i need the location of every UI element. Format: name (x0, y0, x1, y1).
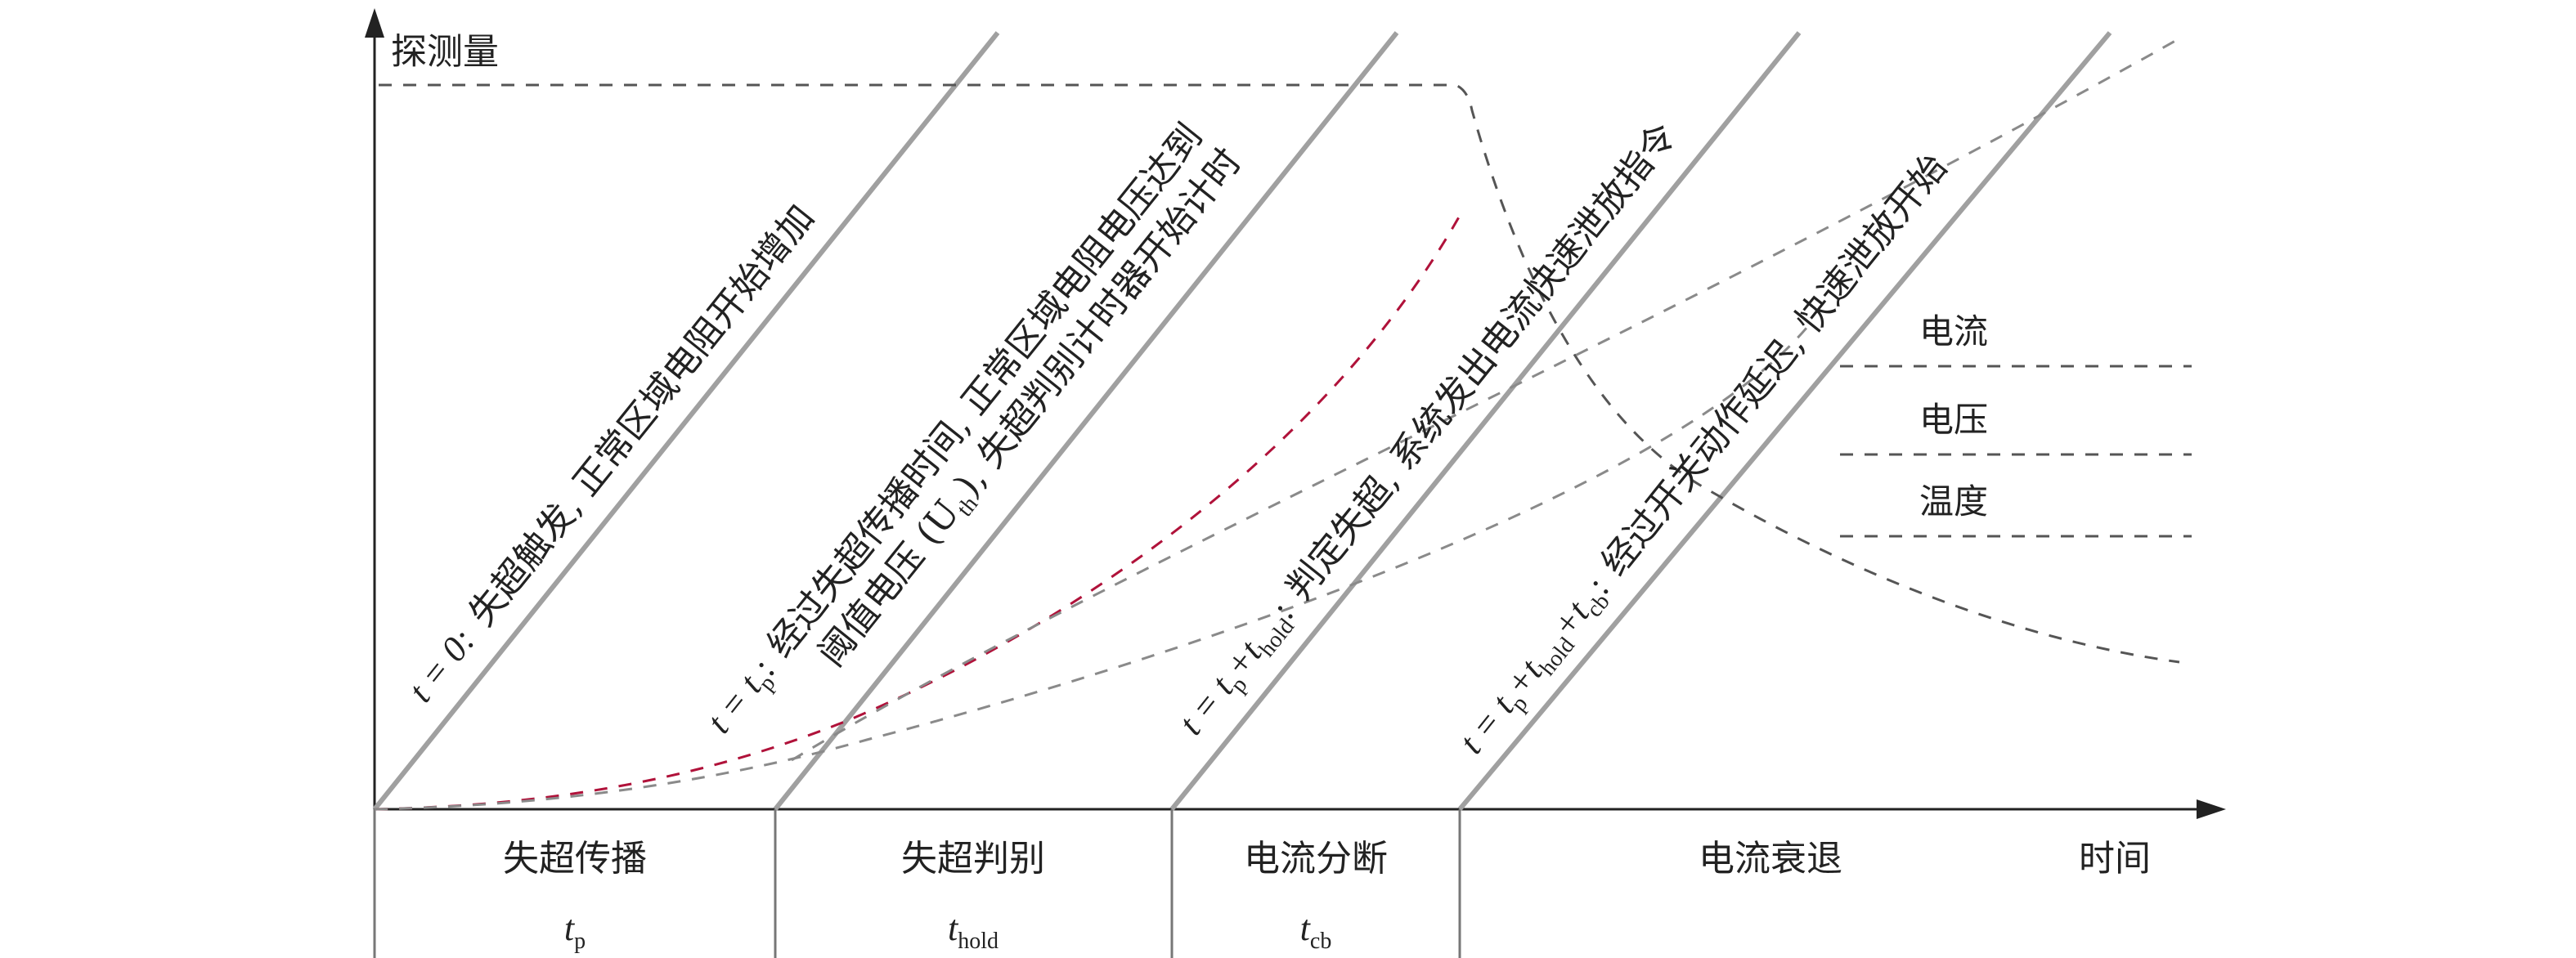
stage-3-sym: t (1300, 908, 1312, 948)
event-line-1 (372, 31, 1000, 811)
legend-voltage: 电压 (1919, 400, 1988, 440)
event-1-text: 失超触发, 正常区域电阻开始增加 (461, 197, 823, 633)
stage-2-sym: t (948, 908, 959, 948)
current-curve (379, 83, 2180, 664)
event-annotation-1: t = 0: 失超触发, 正常区域电阻开始增加 (400, 197, 823, 710)
stage-dividers (373, 809, 1461, 958)
svg-text:t = tp+thold: 判定失超, 系统发出: t = tp+thold: 判定失超, 系统发出电流快速泄放指令 (1170, 115, 1689, 746)
event-line-2 (773, 31, 1399, 811)
event-1-math: t = 0: (401, 620, 483, 710)
axes: 探测量 时间 (365, 8, 2226, 880)
stage-1-sym: t (564, 908, 576, 948)
legend-temperature: 温度 (1919, 481, 1988, 522)
stage-3-label: 电流分断 (1244, 838, 1388, 880)
voltage-curve (374, 208, 1465, 811)
legend: 电流 电压 温度 (1919, 311, 1988, 522)
stage-4-label: 电流衰退 (1699, 838, 1842, 880)
event-2-text-line1: 经过失超传播时间, 正常区域电阻电压达到 (759, 116, 1210, 665)
event-annotation-4: t = tp+thold+tcb: 经过开关动作延迟, 快速泄放开始 (1451, 146, 1959, 764)
stage-2-sub: hold (958, 929, 999, 954)
stage-1-label: 失超传播 (503, 838, 647, 880)
event-2-text-line2-post: ), 失超判别计时器开始计时 (947, 141, 1250, 504)
event-line-4 (1457, 31, 2112, 811)
stage-3-symbol: tcb (1300, 908, 1332, 954)
stage-1-symbol: tp (564, 908, 586, 954)
stage-2-label: 失超判别 (901, 838, 1045, 880)
svg-text:t = tp: 经过失超传播时间, 正常区域电阻: t = tp: 经过失超传播时间, 正常区域电阻电压达到 (698, 116, 1215, 745)
svg-text:t = tp+thold+tcb: 经过开关动作: t = tp+thold+tcb: 经过开关动作延迟, 快速泄放开始 (1451, 146, 1959, 764)
stage-1-sub: p (574, 929, 586, 954)
x-axis-arrow (2197, 799, 2226, 819)
x-axis-label: 时间 (2079, 838, 2151, 880)
temperature-curve-b (791, 39, 2176, 762)
y-axis-label: 探测量 (391, 31, 499, 73)
legend-current: 电流 (1919, 311, 1988, 351)
stage-labels: 失超传播 tp 失超判别 thold 电流分断 tcb 电流衰退 (503, 838, 1842, 954)
stage-2-symbol: thold (948, 908, 999, 954)
event-line-3 (1169, 31, 1802, 811)
svg-text:阈值电压 (Uth), 失超判别计时器开始计时: 阈值电压 (Uth), 失超判别计时器开始计时 (810, 141, 1254, 677)
svg-text:t = 0: 失超触发, 正常区域电阻开始增加: t = 0: 失超触发, 正常区域电阻开始增加 (400, 197, 823, 710)
temperature-curve-a (374, 326, 1809, 811)
curves (374, 39, 2192, 811)
stage-3-sub: cb (1310, 929, 1331, 954)
y-axis-arrow (365, 8, 384, 38)
event-annotation-3: t = tp+thold: 判定失超, 系统发出电流快速泄放指令 (1170, 115, 1689, 746)
event-lines (372, 31, 2112, 811)
